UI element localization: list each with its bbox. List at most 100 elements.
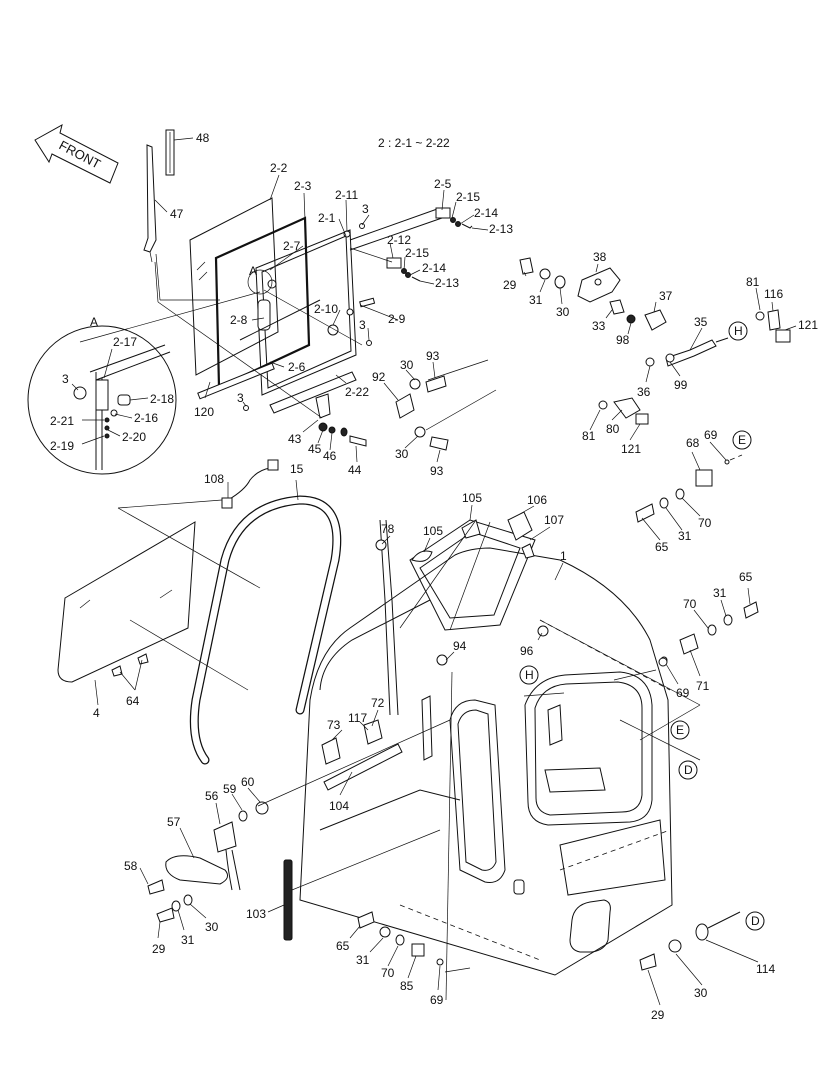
parts-29-30-114 <box>639 911 741 971</box>
harness-108 <box>221 459 279 509</box>
callout-label: 30 <box>400 358 414 372</box>
callout-label: 2-1 <box>318 211 336 225</box>
callout-label: 81 <box>746 275 760 289</box>
callout-label: 44 <box>348 463 362 477</box>
ref-markers: H E H E D D <box>247 269 765 931</box>
wiper-blade <box>165 129 175 176</box>
callout-label: 2-11 <box>335 188 358 202</box>
callout-label: 31 <box>356 953 370 967</box>
callout-label: 2-9 <box>388 312 406 326</box>
callout-label: 106 <box>527 493 547 507</box>
latch-35 <box>645 337 729 367</box>
ref-e-1: E <box>738 433 746 447</box>
callout-label: 94 <box>453 639 467 653</box>
callout-label: 2-14 <box>422 261 446 275</box>
callout-label: 65 <box>739 570 753 584</box>
ref-h-2: H <box>525 668 534 682</box>
callout-label: 2-19 <box>50 439 74 453</box>
callout-label: 30 <box>395 447 409 461</box>
callout-label: 15 <box>290 462 304 476</box>
callout-label: 3 <box>62 372 69 386</box>
callout-label: 2-22 <box>345 385 369 399</box>
callout-label: 99 <box>674 378 688 392</box>
assembly-guide-lines <box>117 261 701 1001</box>
callout-label: 2-13 <box>489 222 513 236</box>
callout-label: 30 <box>205 920 219 934</box>
callout-labels: 48 47 2-2 2-3 2-11 3 2-7 2-1 2-5 2-15 2-… <box>50 131 818 1022</box>
callout-label: 3 <box>362 202 369 216</box>
bolt-30-93-92 <box>395 375 449 451</box>
callout-label: 65 <box>336 939 350 953</box>
callout-label: 2-15 <box>405 246 429 260</box>
callout-label: 31 <box>529 293 543 307</box>
callout-label: 31 <box>713 586 727 600</box>
callout-label: 2-18 <box>150 392 174 406</box>
callout-label: 121 <box>798 318 818 332</box>
callout-label: 2-8 <box>230 313 248 327</box>
cab-body <box>299 511 673 976</box>
callout-label: 2-14 <box>474 206 498 220</box>
callout-label: 38 <box>593 250 607 264</box>
callout-label: 3 <box>359 318 366 332</box>
parts-68-69-70 <box>635 454 743 523</box>
callout-label: 45 <box>308 442 322 456</box>
callout-label: 2-12 <box>387 233 411 247</box>
callout-label: A <box>90 315 98 329</box>
callout-label: 93 <box>430 464 444 478</box>
callout-label: 121 <box>621 442 641 456</box>
callout-label: 29 <box>152 942 166 956</box>
callout-label: 59 <box>223 782 237 796</box>
callout-label: 2-13 <box>435 276 459 290</box>
catch-37 <box>609 299 667 331</box>
callout-label: 69 <box>676 686 690 700</box>
callout-label: 4 <box>93 706 100 720</box>
callout-label: 36 <box>637 385 651 399</box>
parts-81-80-121 <box>598 397 649 425</box>
callout-label: 69 <box>430 993 444 1007</box>
leader-lines <box>71 137 797 1006</box>
callout-label: 1 <box>560 549 567 563</box>
front-glass <box>189 197 279 376</box>
callout-label: 64 <box>126 694 140 708</box>
callout-label: 2-5 <box>434 177 452 191</box>
front-arrow: FRONT <box>34 124 119 184</box>
callout-label: 108 <box>204 472 224 486</box>
callout-label: 47 <box>170 207 184 221</box>
callout-label: 72 <box>371 696 385 710</box>
parts-56-60 <box>147 801 269 923</box>
detail-a <box>27 291 261 475</box>
callout-label: 2-2 <box>270 161 288 175</box>
ref-h-1: H <box>734 324 743 338</box>
callout-label: 73 <box>327 718 341 732</box>
callout-label: 30 <box>694 986 708 1000</box>
callout-label: 65 <box>655 540 669 554</box>
front-glass-seal <box>214 216 311 389</box>
ref-d-2: D <box>751 914 760 928</box>
callout-label: 35 <box>694 315 708 329</box>
bracket-38 <box>519 257 621 303</box>
callout-label: 92 <box>372 370 386 384</box>
callout-label: 29 <box>651 1008 665 1022</box>
ref-d-1: D <box>684 763 693 777</box>
window-frame <box>197 223 372 414</box>
callout-label: 33 <box>592 319 606 333</box>
callout-label: 103 <box>246 907 266 921</box>
callout-label: A <box>249 264 257 278</box>
callout-label: 107 <box>544 513 564 527</box>
parts-70-31-65-71-69-right <box>658 601 759 667</box>
callout-label: 96 <box>520 644 534 658</box>
callout-label: 2-16 <box>134 411 158 425</box>
callout-label: 68 <box>686 436 700 450</box>
callout-label: 2-20 <box>122 430 146 444</box>
frame-brackets <box>349 207 473 308</box>
callout-label: 81 <box>582 429 596 443</box>
callout-label: 105 <box>423 524 443 538</box>
callout-label: 2-10 <box>314 302 338 316</box>
callout-label: 29 <box>503 278 517 292</box>
callout-label: 2-15 <box>456 190 480 204</box>
callout-label: 46 <box>323 449 337 463</box>
callout-label: 85 <box>400 979 414 993</box>
callout-label: 69 <box>704 428 718 442</box>
callout-label: 114 <box>756 962 775 976</box>
